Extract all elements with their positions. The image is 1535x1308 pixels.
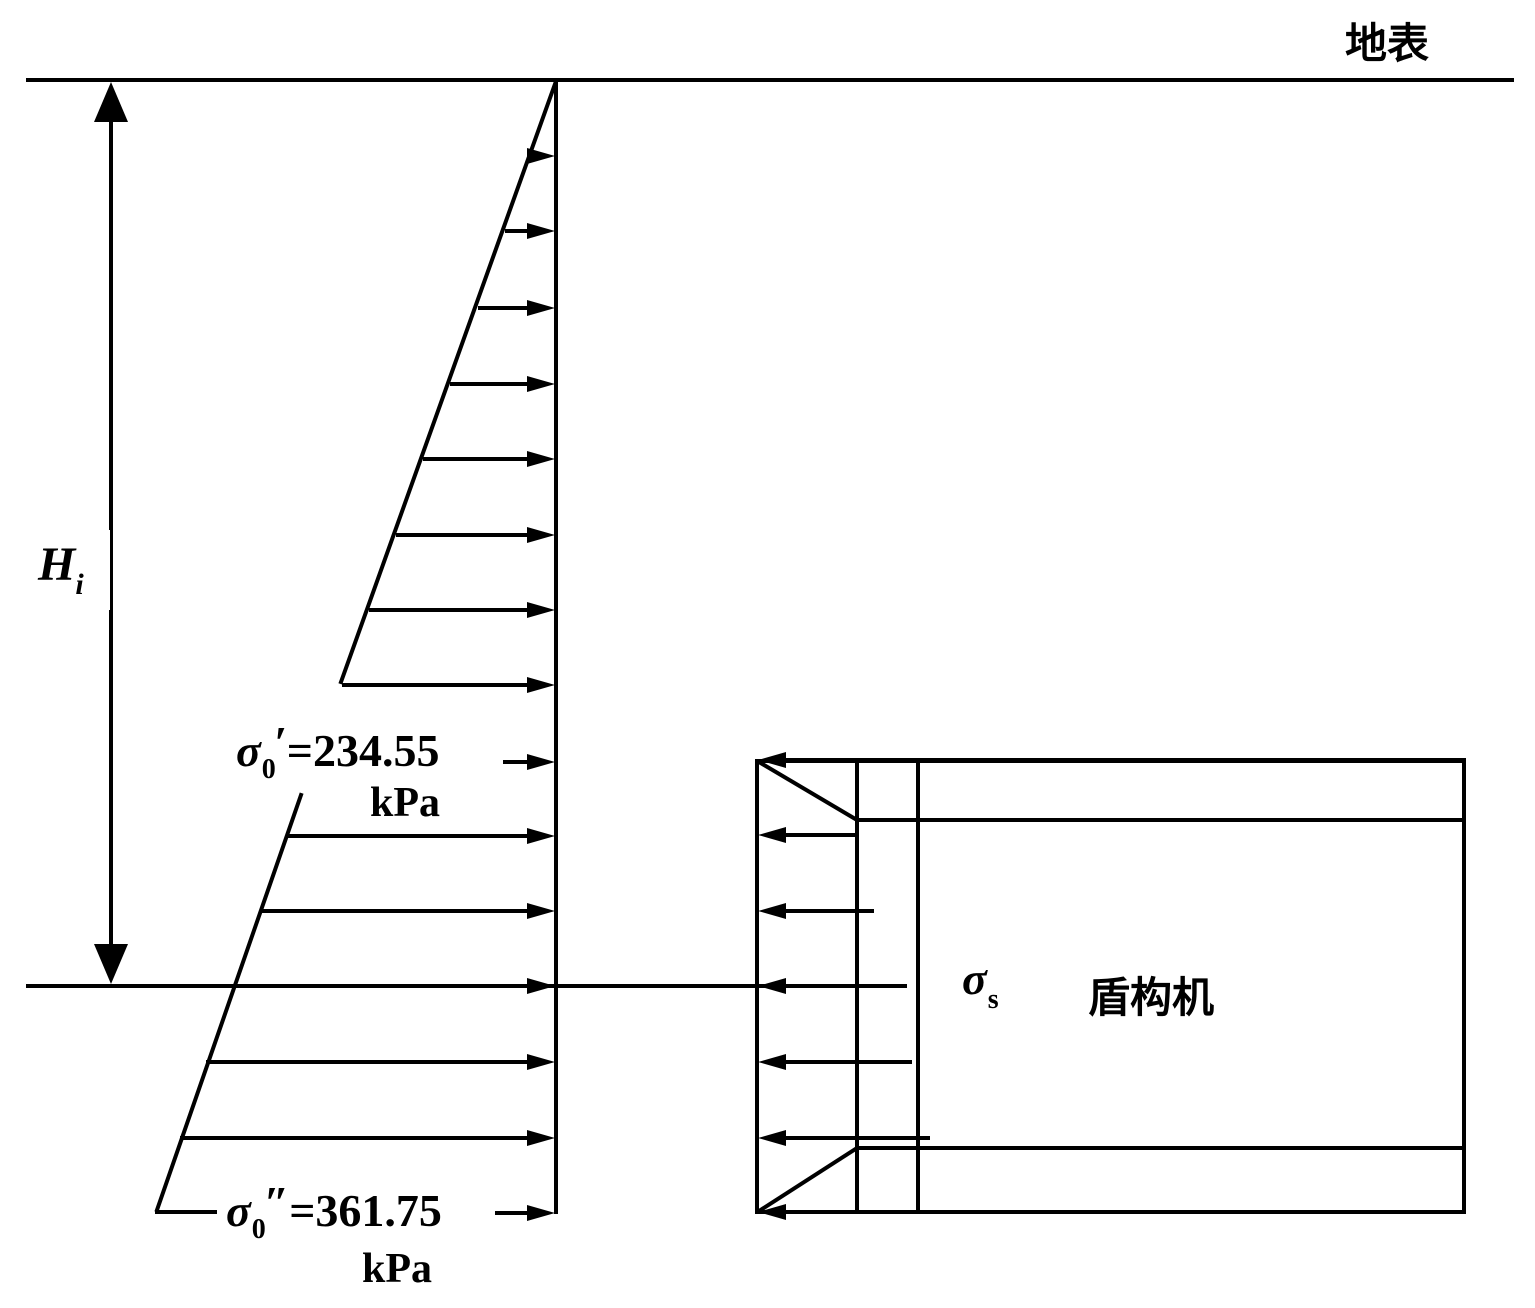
depth-label-background [30, 530, 110, 610]
pressure-slope-upper [338, 81, 558, 685]
pressure-arrowhead-icon [527, 1205, 555, 1221]
depth-symbol: H [37, 538, 77, 591]
stress-bottom-label: σ0″=361.75 [226, 1177, 442, 1245]
pressure-arrowhead-icon [527, 602, 555, 618]
pressure-arrowhead-icon [527, 451, 555, 467]
depth-label: Hi [37, 538, 84, 601]
shield-upper-taper [756, 759, 860, 823]
pressure-arrowhead-icon [527, 903, 555, 919]
support-arrowhead-icon [758, 1204, 786, 1220]
support-arrowhead-icon [758, 752, 786, 768]
pressure-arrowhead-icon [527, 527, 555, 543]
support-pressure-sigma: σ [962, 953, 988, 1004]
support-arrowhead-icon [758, 978, 786, 994]
pressure-slope-lower [154, 792, 304, 1213]
stress-bottom-value: =361.75 [289, 1185, 442, 1236]
pressure-arrowhead-icon [527, 754, 555, 770]
depth-dimension: Hi [30, 82, 128, 984]
stress-top-unit: kPa [370, 780, 440, 826]
stress-bottom-subscript: 0 [252, 1214, 266, 1245]
ground-surface-label: 地表 [1345, 19, 1429, 68]
pressure-arrowhead-icon [527, 1130, 555, 1146]
stress-top-label: σ0′=234.55 [236, 717, 439, 785]
support-arrowhead-icon [758, 1130, 786, 1146]
depth-subscript: i [75, 568, 84, 601]
pressure-arrowhead-icon [527, 677, 555, 693]
earth-pressure-distribution: σ0′=234.55 kPa σ0″=361.75 kPa [154, 80, 558, 1292]
shield-lower-taper [756, 1145, 860, 1214]
support-pressure-subscript: s [988, 984, 999, 1015]
pressure-arrowhead-icon [527, 148, 555, 164]
stress-top-sigma: σ [236, 725, 262, 776]
shield-machine: σs 盾构机 [755, 752, 1466, 1220]
shield-machine-label: 盾构机 [1088, 973, 1214, 1022]
stress-bottom-sigma: σ [226, 1185, 252, 1236]
stress-bottom-prime: ″ [264, 1177, 289, 1228]
pressure-arrowhead-icon [527, 300, 555, 316]
support-pressure-label: σs [962, 953, 999, 1015]
stress-top-subscript: 0 [262, 754, 276, 785]
pressure-arrowhead-icon [527, 223, 555, 239]
stress-bottom-unit: kPa [362, 1246, 432, 1292]
stress-top-prime: ′ [274, 717, 287, 768]
pressure-arrowhead-icon [527, 828, 555, 844]
support-arrowhead-icon [758, 827, 786, 843]
support-arrowhead-icon [758, 903, 786, 919]
stress-top-value: =234.55 [287, 725, 440, 776]
pressure-arrowhead-icon [527, 1054, 555, 1070]
pressure-arrows [155, 148, 555, 1221]
support-pressure-arrows [758, 752, 1466, 1220]
depth-arrow-up-icon [94, 82, 128, 122]
pressure-arrowhead-icon [527, 978, 555, 994]
depth-arrow-down-icon [94, 944, 128, 984]
support-arrowhead-icon [758, 1054, 786, 1070]
pressure-arrowhead-icon [527, 376, 555, 392]
